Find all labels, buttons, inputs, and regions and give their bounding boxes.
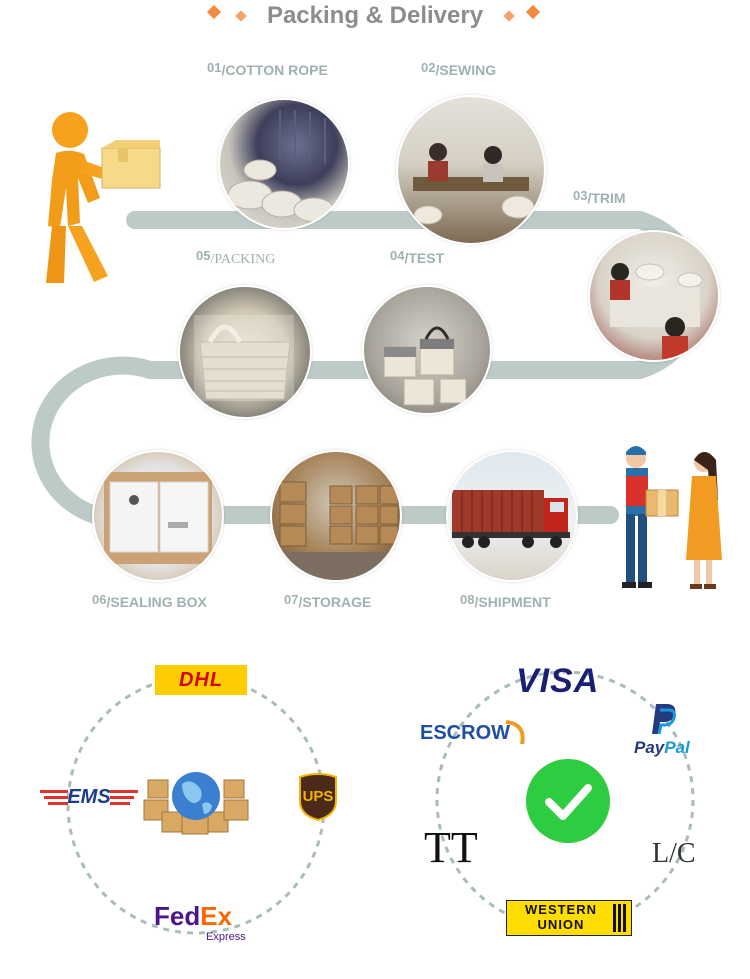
- ups-logo: [299, 773, 337, 821]
- western-union-logo: WESTERN UNION: [506, 900, 632, 936]
- shipping-methods: DHL EMS UPS FedEx Express: [30, 655, 360, 965]
- paypal-logo: PayPal: [632, 702, 696, 764]
- step-label-shipment: 08/SHIPMENT: [460, 592, 551, 610]
- wu-stripes-icon: [613, 904, 626, 932]
- photo-test: [362, 285, 492, 415]
- step-label-storage: 07/STORAGE: [284, 592, 372, 610]
- process-flow: 01/COTTON ROPE 02/SEWING: [0, 40, 750, 640]
- globe-boxes-icon: [143, 772, 249, 835]
- ups-label: UPS: [302, 788, 334, 805]
- test-baskets-icon: [383, 326, 467, 406]
- courier-delivery-icon: [622, 446, 722, 589]
- dhl-logo: DHL: [155, 665, 247, 695]
- header: Packing & Delivery: [0, 0, 750, 36]
- check-icon: [526, 759, 610, 843]
- lc-label: L/C: [652, 838, 696, 869]
- photo-shipment: [446, 450, 578, 582]
- step-label-trim: 03/TRIM: [573, 188, 626, 206]
- step-label-packing: 05/PACKING: [196, 248, 276, 267]
- visa-logo: VISA: [516, 662, 600, 700]
- step-label-sewing: 02/SEWING: [421, 60, 497, 78]
- sealed-box-icon: [104, 472, 212, 564]
- escrow-swoosh-icon: [505, 720, 525, 745]
- payment-methods: VISA ESCROW PayPal TT L/C WESTERN UNION: [410, 660, 740, 970]
- payment-dashed-circle: [435, 670, 695, 930]
- sewing-workers-icon: [413, 143, 535, 225]
- packed-basket-icon: [194, 315, 294, 401]
- photo-packing: [178, 285, 312, 419]
- page-title: Packing & Delivery: [266, 2, 484, 29]
- delivery-person-icon: [46, 112, 161, 283]
- ems-logo: EMS: [40, 785, 138, 809]
- step-label-cotton-rope: 01/COTTON ROPE: [207, 60, 328, 78]
- fedex-logo: FedEx Express: [154, 901, 246, 943]
- rope-spools-icon: [227, 110, 335, 223]
- photo-trim: [588, 230, 720, 362]
- photo-cotton-rope: [218, 98, 350, 230]
- tt-label: TT: [424, 823, 478, 872]
- warehouse-boxes-icon: [272, 481, 400, 580]
- escrow-logo: ESCROW: [420, 718, 530, 746]
- paypal-p-icon: [652, 704, 676, 735]
- step-label-test: 04/TEST: [390, 248, 445, 266]
- ems-stripes-icon: [40, 790, 138, 805]
- trim-workers-icon: [610, 263, 703, 360]
- step-label-sealing-box: 06/SEALING BOX: [92, 592, 207, 610]
- container-truck-icon: [452, 490, 570, 548]
- photo-storage: [270, 450, 402, 582]
- photo-sealing-box: [92, 450, 224, 582]
- photo-sewing: [396, 95, 546, 245]
